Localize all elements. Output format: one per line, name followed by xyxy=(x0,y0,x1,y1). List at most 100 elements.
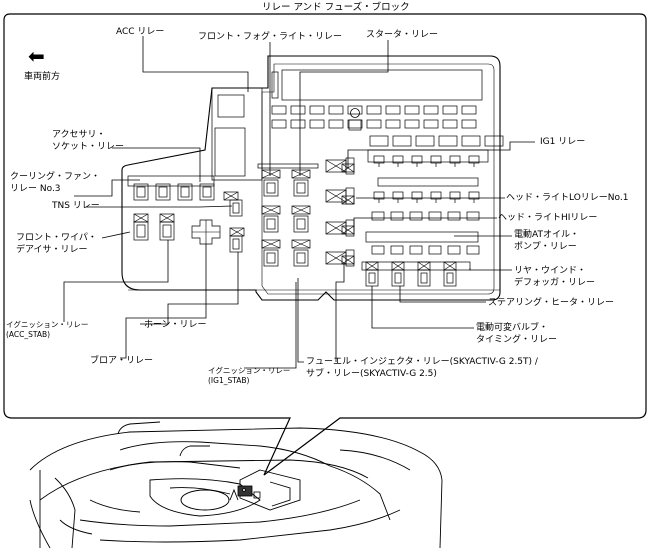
leader-line xyxy=(140,252,239,325)
fuse xyxy=(366,119,382,129)
relay-mark xyxy=(443,261,457,271)
relay-header xyxy=(127,175,215,187)
label-valve-timing-relay-2: タイミング・リレー xyxy=(476,335,558,345)
label-steering-heater-relay: ステアリング・ヒータ・リレー xyxy=(488,298,615,308)
relay-mark xyxy=(325,251,347,265)
label-ig1-relay: IG1 リレー xyxy=(540,137,586,147)
fuse xyxy=(392,135,412,147)
fuse xyxy=(461,135,481,147)
fuse-block-inner xyxy=(261,63,495,295)
relay-inner xyxy=(266,218,276,230)
label-head-lo-relay: ヘッド・ライトLOリレーNo.1 xyxy=(506,193,629,203)
label-ig-relay-ig1-1: イグニッション・リレー xyxy=(208,366,291,375)
fuse xyxy=(447,211,461,221)
diagram-title: リレー アンド フューズ・ブロック xyxy=(262,2,410,13)
fuse xyxy=(461,119,477,129)
label-ig-relay-ig1-2: (IG1_STAB) xyxy=(208,376,250,385)
fuse xyxy=(328,119,344,129)
leader-line xyxy=(347,141,535,168)
relay-mark xyxy=(261,205,281,215)
fuse xyxy=(404,119,420,129)
label-cooling-fan-relay-2: リレー No.3 xyxy=(10,184,61,194)
fuse xyxy=(328,105,344,115)
relay-tab xyxy=(345,219,355,237)
fuse xyxy=(371,245,385,255)
relay xyxy=(229,199,243,217)
relay-mark xyxy=(223,191,239,201)
fuse xyxy=(461,105,477,115)
fuse xyxy=(415,135,435,147)
relay-tab xyxy=(345,157,355,175)
relay xyxy=(159,221,175,241)
label-rear-defogger-relay-2: デフォッガ・リレー xyxy=(514,278,596,288)
fuse xyxy=(271,105,287,115)
label-ig-relay-acc-1: イグニッション・リレー xyxy=(6,320,89,329)
label-accessory-socket-relay-2: ソケット・リレー xyxy=(52,142,125,152)
relay-mark xyxy=(159,213,175,223)
relay xyxy=(261,239,281,249)
blower-relay-cross xyxy=(191,219,221,245)
relay-mark xyxy=(325,221,347,235)
relay-inner xyxy=(180,186,190,198)
label-at-oil-pump-relay-1: 電動ATオイル・ xyxy=(514,230,579,240)
label-acc-relay: ACC リレー xyxy=(116,27,165,37)
fuse xyxy=(447,245,461,255)
relay-inner xyxy=(296,218,306,230)
label-fuel-injector-relay-1: フューエル・インジェクタ・リレー(SKYACTIV-G 2.5T) / xyxy=(306,357,538,367)
leader-line xyxy=(63,240,169,322)
relay xyxy=(341,195,355,205)
relay-mark xyxy=(341,225,355,235)
leader-line xyxy=(112,147,201,182)
fuse xyxy=(409,245,423,255)
fuse xyxy=(369,135,389,147)
relay-header xyxy=(361,261,471,271)
label-head-hi-relay: ヘッド・ライトHIリレー xyxy=(498,213,598,223)
leader-line xyxy=(74,179,140,197)
fuse-block-location-marker xyxy=(237,485,261,499)
fuse xyxy=(484,135,504,147)
fuse xyxy=(366,105,382,115)
relay xyxy=(177,183,193,201)
leader-line xyxy=(299,40,389,176)
relay xyxy=(291,205,311,215)
relay-mark xyxy=(291,205,311,215)
relay-inner xyxy=(136,186,146,198)
relay xyxy=(263,215,279,233)
fuse xyxy=(271,71,279,99)
leader-line xyxy=(353,217,497,230)
direction-label: 車両前方 xyxy=(24,72,61,82)
label-valve-timing-relay-1: 電動可変バルブ・ xyxy=(476,323,549,333)
relay-mark xyxy=(325,159,347,173)
relay xyxy=(133,221,149,241)
relay xyxy=(263,249,279,267)
fuse-bank xyxy=(377,177,479,187)
label-ig-relay-acc-2: (ACC_STAB) xyxy=(6,330,51,339)
relay-tab xyxy=(345,249,355,267)
relay-inner xyxy=(394,272,402,284)
leader-line xyxy=(297,278,304,363)
label-front-wiper-relay-2: デアイサ・リレー xyxy=(16,245,88,255)
relay-inner xyxy=(136,224,146,238)
label-cooling-fan-relay-1: クーリング・ファン・ xyxy=(10,172,101,182)
relay-mark xyxy=(291,169,311,179)
leader-line xyxy=(244,282,297,369)
relay xyxy=(293,215,309,233)
leader-line xyxy=(335,264,345,362)
relay xyxy=(291,169,311,179)
fuse xyxy=(371,211,385,221)
label-rear-defogger-relay-1: リヤ・ウインド・ xyxy=(514,266,587,276)
relay xyxy=(291,239,311,249)
relay xyxy=(417,269,431,287)
relay xyxy=(443,269,457,287)
relay-inner xyxy=(368,272,376,284)
leader-line xyxy=(469,268,512,271)
relay-inner xyxy=(202,186,212,198)
relay-mark xyxy=(391,261,405,271)
leader-line xyxy=(101,231,131,239)
relay-inner xyxy=(296,252,306,264)
fuse xyxy=(347,119,363,129)
leader-line xyxy=(142,36,249,92)
fuse-block-outline xyxy=(121,55,501,301)
relay-inner xyxy=(232,202,240,214)
fuse xyxy=(309,105,325,115)
